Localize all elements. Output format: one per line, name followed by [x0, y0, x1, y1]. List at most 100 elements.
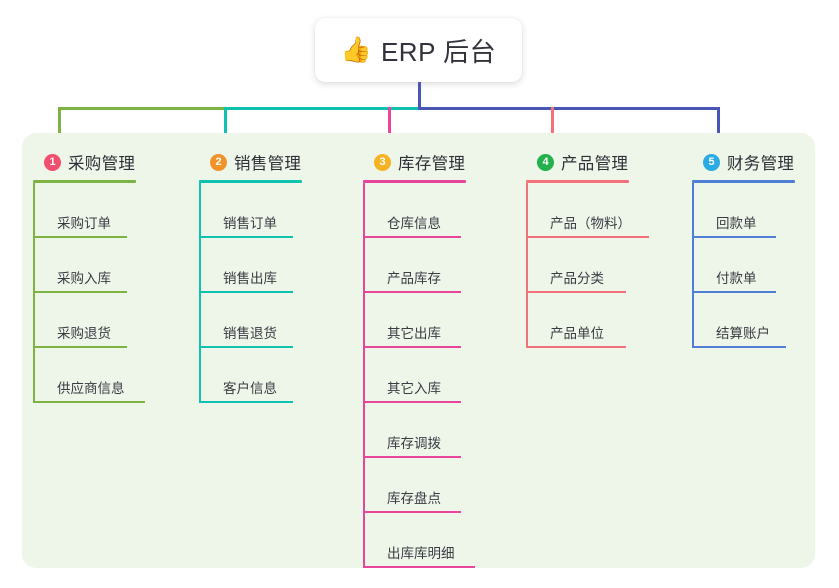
connector-drop-5: [717, 107, 720, 155]
column-badge-4: 4: [537, 153, 554, 171]
leaf-item[interactable]: 客户信息: [199, 348, 302, 403]
leaf-item[interactable]: 出库库明细: [363, 513, 475, 568]
column-items: 仓库信息产品库存其它出库其它入库库存调拨库存盘点出库库明细: [363, 183, 475, 568]
root-stem-line: [418, 82, 421, 110]
leaf-item[interactable]: 回款单: [692, 183, 795, 238]
column-header-4[interactable]: 4 产品管理: [526, 150, 629, 174]
thumbs-up-icon: 👍: [340, 35, 372, 64]
leaf-item-label: 产品（物料）: [550, 216, 631, 231]
leaf-item[interactable]: 库存调拨: [363, 403, 466, 458]
leaf-item-rule: [201, 401, 293, 403]
leaf-item-label: 其它入库: [387, 381, 441, 396]
leaf-item-label: 仓库信息: [387, 216, 441, 231]
column-header-rule: [692, 180, 795, 183]
column-header-3[interactable]: 3 库存管理: [363, 150, 466, 174]
leaf-item-label: 销售退货: [223, 326, 277, 341]
leaf-item-label: 结算账户: [716, 326, 770, 341]
leaf-item-rule: [365, 346, 461, 348]
leaf-item[interactable]: 其它入库: [363, 348, 466, 403]
leaf-item-rule: [201, 346, 293, 348]
column-header-rule: [363, 180, 466, 183]
column-title: 库存管理: [398, 155, 466, 173]
column-badge-5: 5: [703, 153, 720, 171]
leaf-item-label: 客户信息: [223, 381, 277, 396]
leaf-item-rule: [365, 511, 461, 513]
column-header-5[interactable]: 5 财务管理: [692, 150, 795, 174]
leaf-item-rule: [365, 291, 461, 293]
connector-bar-blue: [418, 107, 720, 110]
column-header-rule: [33, 180, 136, 183]
leaf-item[interactable]: 结算账户: [692, 293, 795, 348]
leaf-item-rule: [365, 566, 475, 568]
root-node-card[interactable]: 👍 ERP 后台: [315, 18, 522, 82]
leaf-item[interactable]: 付款单: [692, 238, 795, 293]
leaf-item[interactable]: 采购入库: [33, 238, 136, 293]
leaf-item-rule: [694, 291, 776, 293]
leaf-item-label: 销售订单: [223, 216, 277, 231]
leaf-item-label: 付款单: [716, 271, 757, 286]
leaf-item-rule: [528, 236, 649, 238]
leaf-item[interactable]: 供应商信息: [33, 348, 145, 403]
leaf-item[interactable]: 产品库存: [363, 238, 466, 293]
column-badge-3: 3: [374, 153, 391, 171]
column-badge-2: 2: [210, 153, 227, 171]
connector-drop-3: [388, 107, 391, 155]
column-spine: [363, 183, 365, 568]
connector-drop-4: [551, 107, 554, 155]
leaf-item[interactable]: 销售订单: [199, 183, 302, 238]
column-财务管理: 5 财务管理回款单付款单结算账户: [692, 150, 795, 348]
column-title: 销售管理: [234, 155, 302, 173]
leaf-item-label: 销售出库: [223, 271, 277, 286]
leaf-item-label: 采购退货: [57, 326, 111, 341]
leaf-item-label: 采购订单: [57, 216, 111, 231]
leaf-item-rule: [365, 401, 461, 403]
leaf-item[interactable]: 采购退货: [33, 293, 136, 348]
column-header-2[interactable]: 2 销售管理: [199, 150, 302, 174]
leaf-item[interactable]: 产品（物料）: [526, 183, 649, 238]
leaf-item-rule: [365, 456, 461, 458]
column-badge-1: 1: [44, 153, 61, 171]
column-title: 产品管理: [561, 155, 629, 173]
leaf-item[interactable]: 产品分类: [526, 238, 629, 293]
connector-bar-teal: [224, 107, 421, 110]
column-spine: [692, 183, 694, 348]
leaf-item[interactable]: 库存盘点: [363, 458, 466, 513]
column-header-1[interactable]: 1 采购管理: [33, 150, 136, 174]
leaf-item[interactable]: 销售退货: [199, 293, 302, 348]
column-header-rule: [526, 180, 629, 183]
leaf-item-rule: [365, 236, 461, 238]
column-items: 产品（物料） 产品分类产品单位: [526, 183, 649, 348]
leaf-item-rule: [35, 236, 127, 238]
leaf-item-rule: [694, 236, 776, 238]
leaf-item[interactable]: 采购订单: [33, 183, 136, 238]
column-spine: [199, 183, 201, 403]
column-items: 销售订单销售出库销售退货客户信息: [199, 183, 302, 403]
leaf-item-label: 回款单: [716, 216, 757, 231]
leaf-item-rule: [694, 346, 786, 348]
column-spine: [526, 183, 528, 348]
leaf-item-rule: [35, 346, 127, 348]
leaf-item-label: 产品分类: [550, 271, 604, 286]
root-node-title: ERP 后台: [380, 36, 497, 67]
connector-drop-1: [58, 107, 61, 155]
leaf-item-rule: [201, 291, 293, 293]
leaf-item[interactable]: 仓库信息: [363, 183, 466, 238]
leaf-item-label: 供应商信息: [57, 381, 125, 396]
leaf-item-rule: [35, 401, 145, 403]
leaf-item[interactable]: 产品单位: [526, 293, 629, 348]
column-title: 采购管理: [68, 155, 136, 173]
leaf-item-label: 库存调拨: [387, 436, 441, 451]
leaf-item-label: 产品单位: [550, 326, 604, 341]
column-header-rule: [199, 180, 302, 183]
leaf-item[interactable]: 销售出库: [199, 238, 302, 293]
diagram-panel: 1 采购管理采购订单采购入库采购退货供应商信息 2 销售管理销售订单销售出库销售退货客…: [22, 133, 815, 568]
column-采购管理: 1 采购管理采购订单采购入库采购退货供应商信息: [33, 150, 145, 403]
leaf-item-label: 出库库明细: [387, 546, 455, 561]
column-title: 财务管理: [727, 155, 795, 173]
connector-drop-2: [224, 107, 227, 155]
leaf-item-label: 库存盘点: [387, 491, 441, 506]
leaf-item-rule: [35, 291, 127, 293]
column-库存管理: 3 库存管理仓库信息产品库存其它出库其它入库库存调拨库存盘点出库库明细: [363, 150, 475, 568]
leaf-item[interactable]: 其它出库: [363, 293, 466, 348]
column-spine: [33, 183, 35, 403]
